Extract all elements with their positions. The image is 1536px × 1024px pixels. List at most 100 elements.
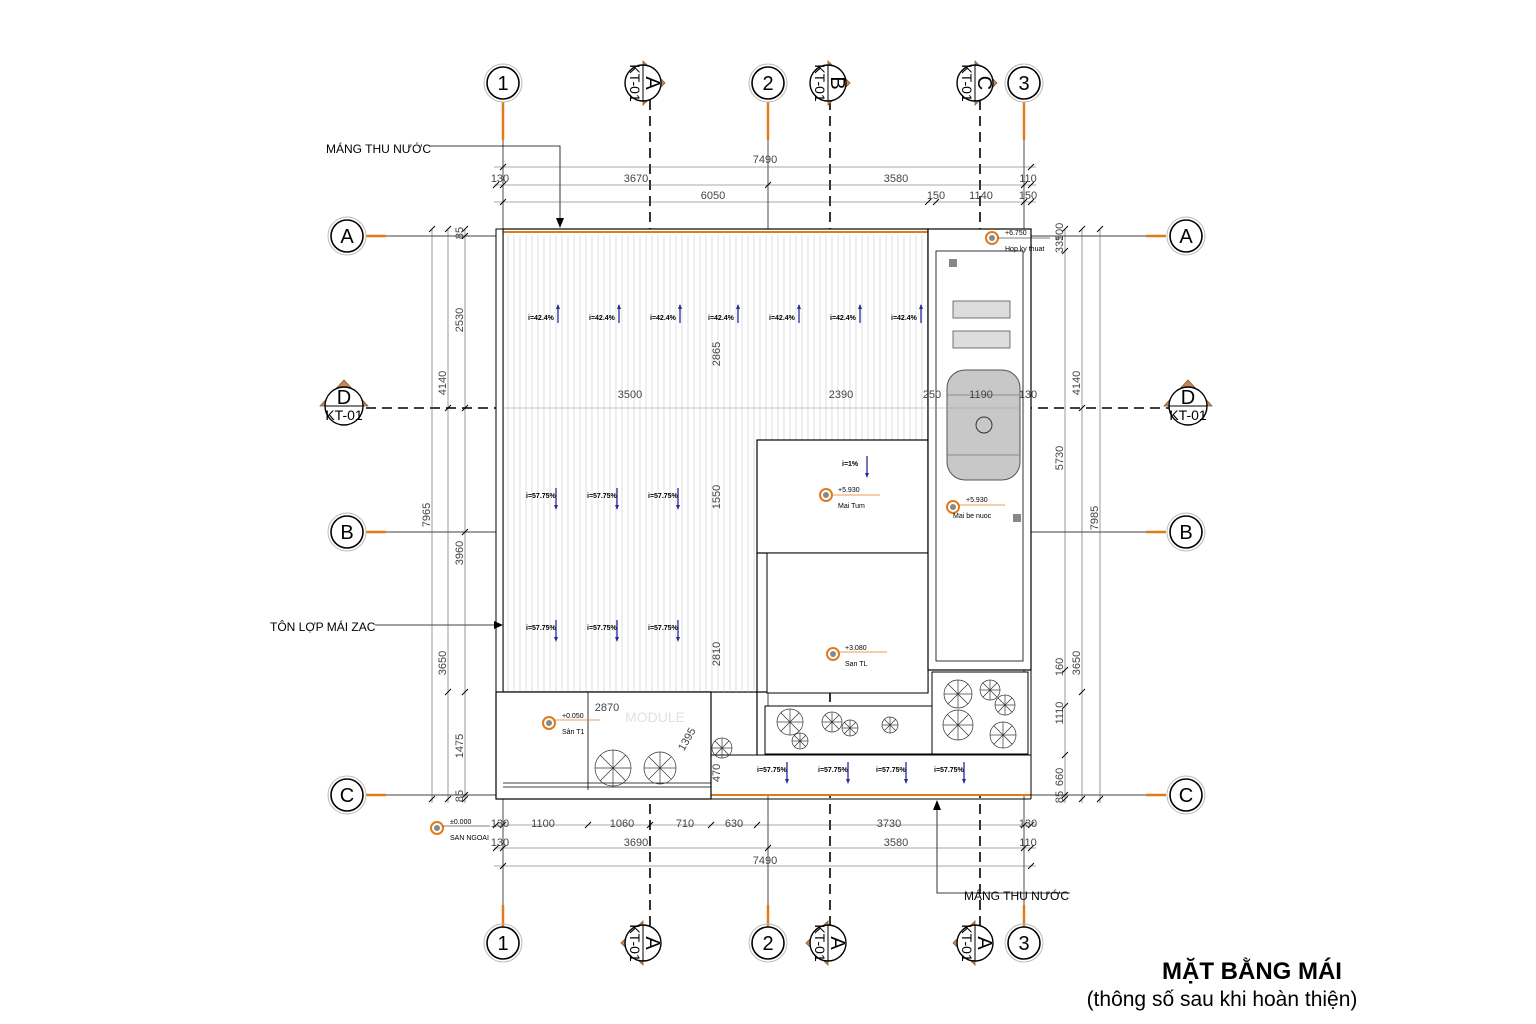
- svg-text:1550: 1550: [711, 485, 723, 509]
- section-marker-d-left: D KT-01: [319, 379, 369, 426]
- slope-mark: i=57.75%: [757, 762, 789, 784]
- level-marker-tech-box: +6.750 Hop ky thuat: [985, 230, 1050, 253]
- slope-arrowhead: [797, 304, 801, 309]
- svg-text:KT-01: KT-01: [812, 924, 828, 962]
- svg-text:130: 130: [491, 818, 509, 830]
- annotation-roof-sheet: TÔN LỢP MÁI ZAC: [270, 619, 503, 634]
- slope-arrowhead: [676, 505, 680, 510]
- svg-text:Mai be nuoc: Mai be nuoc: [953, 513, 992, 520]
- dim-tick: [1027, 844, 1035, 852]
- slope-arrowhead: [736, 304, 740, 309]
- dim-tick: [499, 163, 507, 171]
- slope-label: i=57.75%: [757, 767, 788, 774]
- svg-text:150: 150: [927, 190, 945, 202]
- dim-tick: [1061, 751, 1069, 759]
- svg-text:MODULE: MODULE: [625, 709, 685, 725]
- grid-bubble-b-left: B: [327, 512, 367, 552]
- svg-text:A: A: [973, 936, 995, 950]
- svg-text:B: B: [826, 76, 848, 89]
- slope-label: i=57.75%: [648, 625, 679, 632]
- slope-mark: i=57.75%: [876, 762, 908, 784]
- svg-text:B: B: [340, 522, 353, 544]
- svg-text:KT-01: KT-01: [627, 64, 643, 102]
- dim-tick: [707, 821, 715, 829]
- dim-tick: [764, 181, 772, 189]
- slope-mark: i=57.75%: [818, 762, 850, 784]
- svg-text:7965: 7965: [421, 503, 433, 527]
- dim-tick: [1061, 702, 1069, 710]
- svg-text:1100: 1100: [531, 818, 555, 830]
- grid-bubble-b-right: B: [1166, 512, 1206, 552]
- drawing-subtitle: (thông số sau khi hoàn thiện): [1086, 988, 1358, 1011]
- level-marker-floor-tl: +3.080 San TL: [826, 645, 887, 668]
- svg-text:C: C: [1179, 785, 1193, 807]
- slope-arrowhead: [556, 304, 560, 309]
- svg-text:San TL: San TL: [845, 661, 868, 668]
- dim-tick: [1061, 666, 1069, 674]
- svg-text:7985: 7985: [1089, 506, 1101, 530]
- dim-tick: [461, 791, 469, 799]
- dim-tick: [444, 404, 452, 412]
- tree-symbol: [943, 679, 973, 709]
- svg-text:MÁNG THU NƯỚC: MÁNG THU NƯỚC: [326, 141, 431, 156]
- svg-text:3580: 3580: [884, 837, 908, 849]
- slope-arrowhead: [554, 505, 558, 510]
- svg-text:2: 2: [762, 73, 773, 95]
- svg-text:6050: 6050: [701, 190, 725, 202]
- svg-text:A: A: [1179, 226, 1193, 248]
- slope-label: i=42.4%: [891, 315, 918, 322]
- slope-label: i=57.75%: [876, 767, 907, 774]
- svg-text:+0.050: +0.050: [562, 713, 584, 720]
- svg-text:D: D: [337, 387, 351, 409]
- grid-bubble-a-left: A: [327, 216, 367, 256]
- slope-label: i=57.75%: [818, 767, 849, 774]
- slope-arrowhead: [554, 637, 558, 642]
- slope-arrowhead: [615, 637, 619, 642]
- svg-text:1: 1: [497, 73, 508, 95]
- svg-text:160: 160: [1054, 658, 1066, 676]
- tree-symbol: [979, 679, 1001, 701]
- dim-tick: [428, 795, 436, 803]
- svg-text:335: 335: [1054, 235, 1066, 253]
- svg-text:250: 250: [923, 389, 941, 401]
- dim-tick: [1061, 791, 1069, 799]
- dim-tick: [584, 821, 592, 829]
- svg-text:A: A: [641, 936, 663, 950]
- svg-text:630: 630: [725, 818, 743, 830]
- level-marker-floor-t1: +0.050 Sân T1: [542, 713, 600, 736]
- svg-text:2810: 2810: [711, 642, 723, 666]
- svg-text:4140: 4140: [1071, 371, 1083, 395]
- dim-tick: [924, 198, 932, 206]
- dim-tick: [1078, 225, 1086, 233]
- dim-tick: [499, 181, 507, 189]
- grid-bubble-3-top: 3: [1004, 63, 1044, 103]
- svg-text:3650: 3650: [1071, 651, 1083, 675]
- svg-text:1: 1: [497, 933, 508, 955]
- svg-text:Hop ky thuat: Hop ky thuat: [1005, 246, 1044, 253]
- svg-text:B: B: [1179, 522, 1192, 544]
- slope-arrowhead: [919, 304, 923, 309]
- slope-mark: i=42.4%: [891, 304, 923, 323]
- tree-symbol: [594, 749, 632, 787]
- slope-arrowhead: [785, 779, 789, 784]
- slope-label: i=42.4%: [769, 315, 796, 322]
- svg-text:3650: 3650: [437, 651, 449, 675]
- dim-tick: [646, 821, 654, 829]
- slope-label: i=1%: [842, 461, 859, 468]
- annotation-gutter-top: MÁNG THU NƯỚC: [326, 141, 564, 228]
- svg-text:3500: 3500: [618, 389, 642, 401]
- slope-arrowhead: [962, 779, 966, 784]
- level-marker-tank-roof: +5.930 Mai be nuoc: [946, 497, 1005, 520]
- dim-tick: [1061, 795, 1069, 803]
- svg-text:4140: 4140: [437, 371, 449, 395]
- svg-text:2390: 2390: [829, 389, 853, 401]
- grid-bubble-1-bottom: 1: [483, 923, 523, 963]
- svg-text:1060: 1060: [610, 818, 634, 830]
- slope-marks: i=42.4%i=42.4%i=42.4%i=42.4%i=42.4%i=42.…: [526, 304, 966, 784]
- dim-tick: [1027, 181, 1035, 189]
- slope-label: i=57.75%: [934, 767, 965, 774]
- svg-text:85: 85: [1054, 791, 1066, 803]
- svg-text:+5.930: +5.930: [966, 497, 988, 504]
- svg-text:C: C: [973, 76, 995, 90]
- slope-label: i=42.4%: [528, 315, 555, 322]
